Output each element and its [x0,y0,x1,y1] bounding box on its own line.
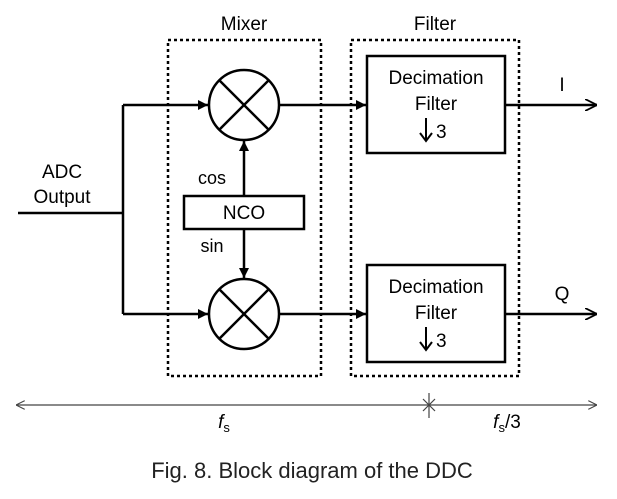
top-decimation-filter-block [365,54,507,155]
bottom-filter-label-line2: Filter [415,303,458,324]
top-decimation-factor: 3 [436,122,447,143]
fs-symbol: f [218,412,225,433]
bottom-multiplier-icon [207,277,281,351]
fs-div3-symbol: f [493,412,500,433]
rate-boundary-marker [422,393,436,418]
q-output-label: Q [555,284,570,305]
bottom-downsample-arrow-icon [419,327,433,352]
adc-label-line1: ADC [42,162,82,183]
top-multiplier-icon [207,68,281,142]
fs-div3-label: fs/3 [493,412,521,435]
filter-group-box [349,38,521,378]
bottom-filter-label-line1: Decimation [388,277,483,298]
fs-subscript: s [223,420,230,435]
filter-title: Filter [414,14,457,35]
mixer-group-box [166,38,323,378]
nco-label: NCO [223,203,265,224]
fs-label: fs [218,412,230,435]
mixer-title: Mixer [221,14,268,35]
top-downsample-arrow-icon [419,118,433,143]
adc-label-line2: Output [33,187,91,208]
figure-caption: Fig. 8. Block diagram of the DDC [151,458,473,483]
top-filter-label-line2: Filter [415,94,458,115]
sin-label: sin [200,236,223,256]
fs-div3-suffix: /3 [505,412,521,433]
i-output-label: I [559,75,564,96]
cos-label: cos [198,168,226,188]
bottom-decimation-filter-block [365,263,507,364]
bottom-decimation-factor: 3 [436,331,447,352]
top-filter-label-line1: Decimation [388,68,483,89]
fs-div3-subscript: s [498,420,505,435]
